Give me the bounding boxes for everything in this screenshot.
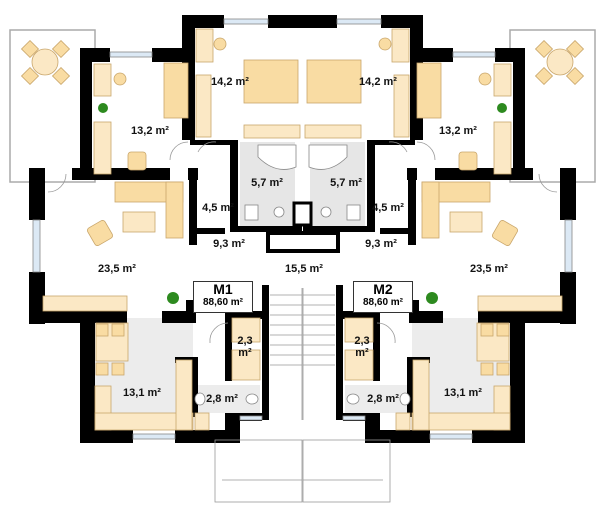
unit-label-m1: M1 88,60 m²	[193, 281, 253, 313]
room-area-kitchen-right: 13,1 m²	[444, 387, 482, 399]
room-area-bathroom-left: 5,7 m²	[251, 177, 283, 189]
room-area-corridor-right: 9,3 m²	[365, 238, 397, 250]
unit-m1-plan	[9, 14, 304, 503]
room-area-staircase: 15,5 m²	[285, 263, 323, 275]
room-area-living-left: 23,5 m²	[98, 263, 136, 275]
unit-area: 88,60 m²	[202, 297, 244, 308]
room-area-closet-left: 2,3 m²	[237, 335, 253, 359]
room-area-bedroom-large-left: 14,2 m²	[211, 76, 249, 88]
unit-name: M1	[213, 281, 233, 297]
room-area-wc-right: 2,8 m²	[367, 393, 399, 405]
room-area-hall-left: 4,5 m²	[202, 202, 234, 214]
room-area-corridor-left: 9,3 m²	[213, 238, 245, 250]
unit-label-m2: M2 88,60 m²	[353, 281, 413, 313]
room-area-kitchen-left: 13,1 m²	[123, 387, 161, 399]
room-area-bedroom-large-right: 14,2 m²	[359, 76, 397, 88]
unit-m2-plan	[301, 14, 596, 503]
room-area-bedroom-small-right: 13,2 m²	[439, 125, 477, 137]
unit-name: M2	[373, 281, 393, 297]
room-area-hall-right: 4,5 m²	[372, 202, 404, 214]
unit-area: 88,60 m²	[362, 297, 404, 308]
bathroom-vent	[266, 201, 340, 253]
room-area-living-right: 23,5 m²	[470, 263, 508, 275]
room-area-bedroom-small-left: 13,2 m²	[131, 125, 169, 137]
room-area-wc-left: 2,8 m²	[206, 393, 238, 405]
room-area-closet-right: 2,3 m²	[354, 335, 370, 359]
room-area-bathroom-right: 5,7 m²	[330, 177, 362, 189]
